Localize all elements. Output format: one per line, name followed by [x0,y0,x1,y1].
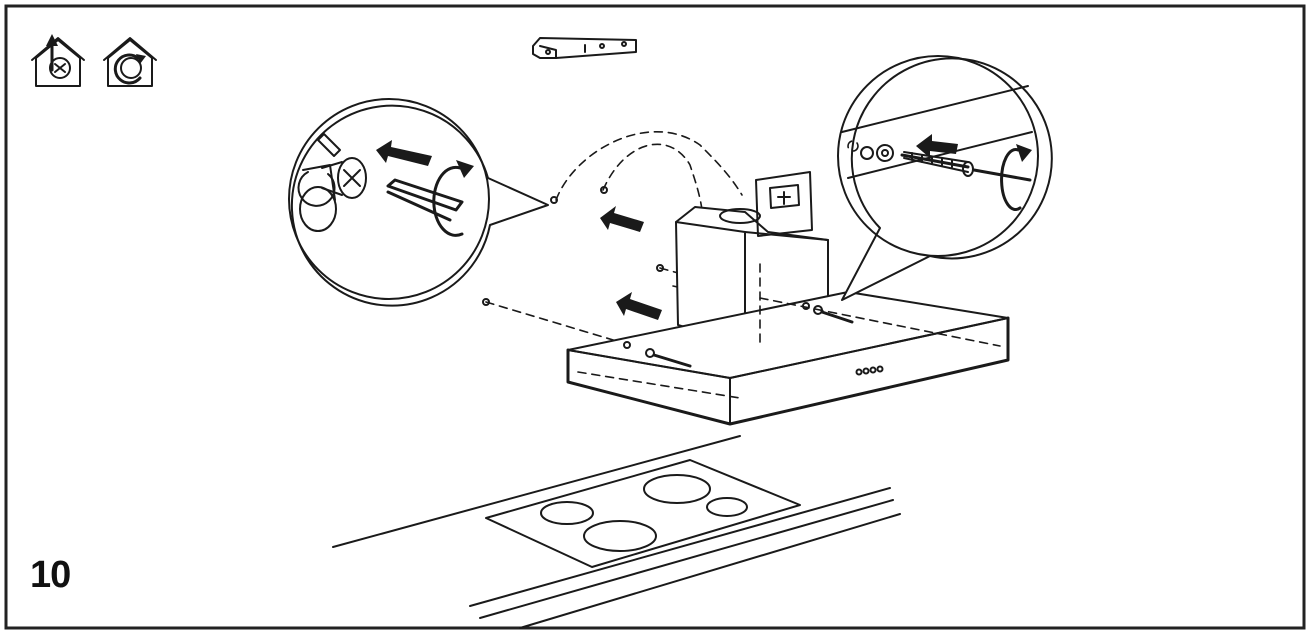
cooker-hood [566,171,1010,426]
mounting-screws [482,186,854,368]
step-number: 10 [30,554,71,596]
direction-arrow [616,292,662,320]
ducted-exhaust-house-icon [31,34,85,87]
cooktop [332,435,901,629]
diagram-frame [4,4,1306,630]
direction-arrow [600,206,644,232]
recirculation-house-icon [103,37,157,87]
detail-zoom-left [288,98,549,307]
wall-bracket [532,37,637,59]
detail-zoom-right [837,55,1053,301]
